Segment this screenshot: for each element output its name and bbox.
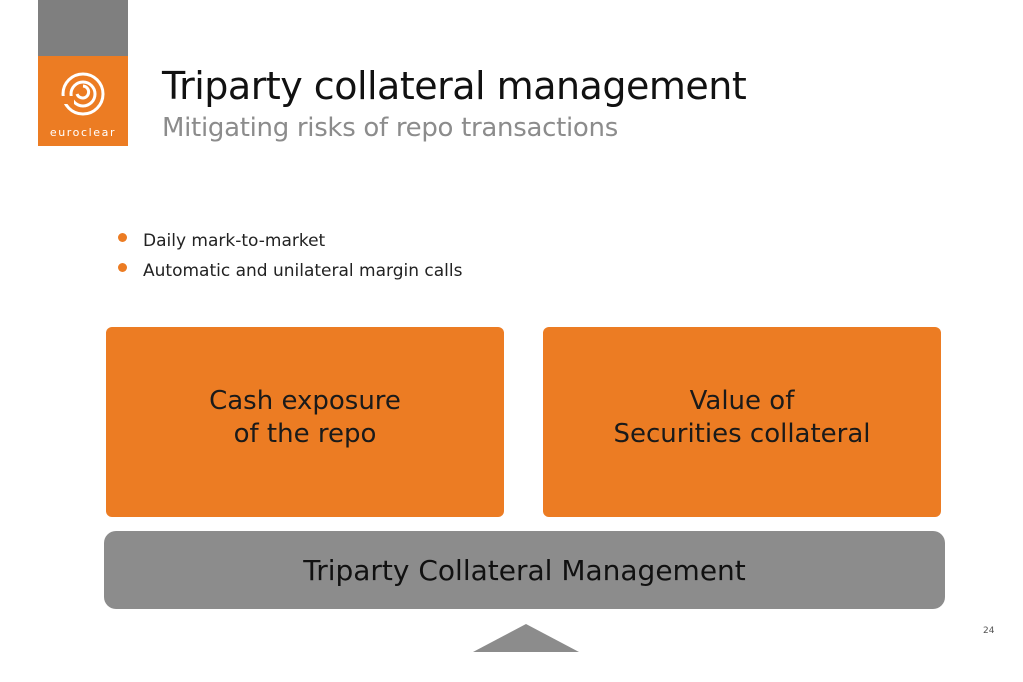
page-subtitle: Mitigating risks of repo transactions [162, 113, 618, 143]
bullet-list: Daily mark-to-market Automatic and unila… [118, 226, 462, 286]
bullet-item: Automatic and unilateral margin calls [118, 256, 462, 286]
cash-exposure-label: Cash exposure of the repo [209, 386, 401, 449]
page-title: Triparty collateral management [162, 64, 747, 108]
bullet-text: Daily mark-to-market [143, 231, 326, 251]
logo-top-bar [38, 0, 128, 56]
swirl-logo-icon [60, 72, 105, 116]
page-number: 24 [983, 626, 995, 636]
euroclear-logo: euroclear [38, 56, 128, 146]
securities-collateral-box: Value of Securities collateral [543, 327, 941, 517]
triangle-pivot-icon [473, 624, 579, 652]
bullet-text: Automatic and unilateral margin calls [143, 261, 463, 281]
triparty-base-bar: Triparty Collateral Management [104, 531, 945, 609]
bullet-dot-icon [118, 263, 127, 272]
logo-wordmark: euroclear [49, 126, 117, 139]
bullet-dot-icon [118, 233, 127, 242]
bullet-item: Daily mark-to-market [118, 226, 462, 256]
securities-collateral-label: Value of Securities collateral [613, 386, 871, 449]
cash-exposure-box: Cash exposure of the repo [106, 327, 504, 517]
